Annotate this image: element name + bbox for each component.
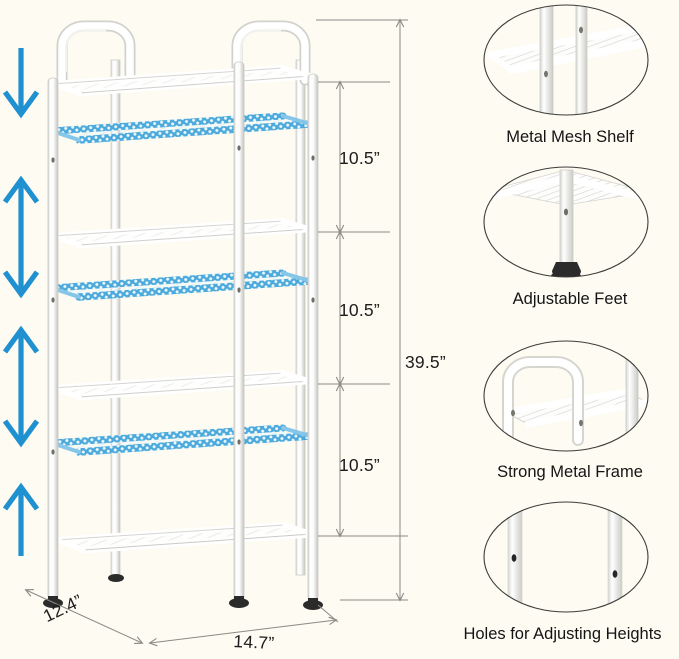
adjustable-shelf-ghost-2 bbox=[48, 269, 314, 301]
callout-label-adjustable-feet: Adjustable Feet bbox=[512, 290, 628, 308]
dimension-label-total-height: 39.5” bbox=[405, 352, 446, 372]
callout-adjust-holes-illustration bbox=[483, 501, 649, 613]
callout-label-metal-mesh-shelf: Metal Mesh Shelf bbox=[506, 128, 634, 146]
dimension-label-gap-bottom: 10.5” bbox=[339, 455, 380, 475]
arrow-tier-2-double-icon bbox=[2, 175, 40, 299]
adjustable-shelf-ghost-1 bbox=[48, 112, 314, 144]
dimension-label-gap-middle: 10.5” bbox=[339, 300, 380, 320]
arrow-tier-3-double-icon bbox=[2, 325, 40, 448]
shelf-tier-1 bbox=[49, 65, 314, 97]
shelf-tier-2 bbox=[49, 218, 314, 249]
callout-strong-metal-frame-illustration bbox=[483, 340, 649, 452]
adjustment-holes bbox=[51, 145, 315, 455]
callout-label-strong-metal-frame: Strong Metal Frame bbox=[497, 463, 643, 481]
callout-adjustable-feet-illustration bbox=[483, 166, 649, 278]
shelf-tier-4-bottom bbox=[53, 522, 316, 554]
shelf-tier-3 bbox=[49, 370, 314, 401]
callout-label-holes-for-adjusting-heights: Holes for Adjusting Heights bbox=[463, 625, 662, 643]
shelf-unit-illustration bbox=[43, 20, 323, 610]
adjust-arrow-group bbox=[2, 48, 40, 556]
callout-metal-mesh-shelf-illustration bbox=[483, 4, 649, 116]
dimension-lines bbox=[26, 20, 408, 643]
arrow-tier-4-up-icon bbox=[2, 482, 40, 556]
dimension-label-gap-top: 10.5” bbox=[339, 148, 380, 168]
arrow-tier-1-down-icon bbox=[2, 48, 40, 119]
handle-arches bbox=[56, 20, 311, 86]
